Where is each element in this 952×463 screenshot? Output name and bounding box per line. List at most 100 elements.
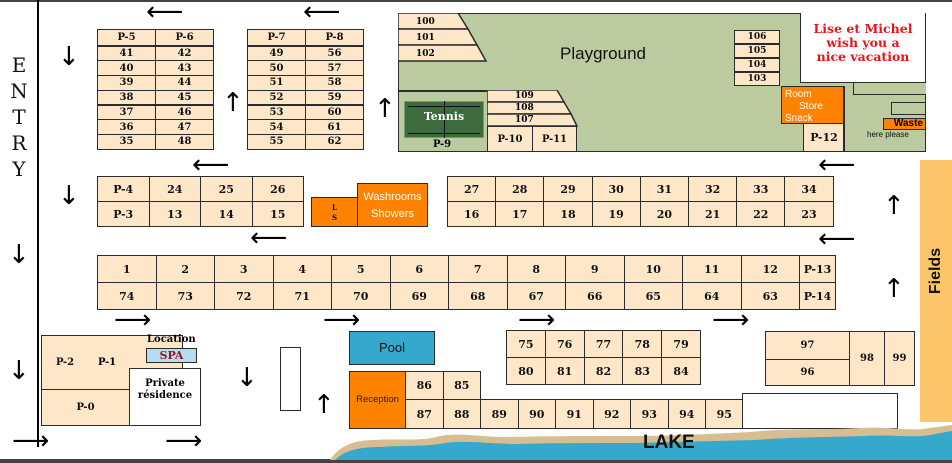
site-2[interactable]: 2 — [155, 255, 215, 283]
site-69[interactable]: 69 — [389, 282, 449, 310]
site-52[interactable]: 52 — [247, 89, 306, 106]
site-95[interactable]: 95 — [705, 399, 744, 429]
site-108[interactable]: 108 — [515, 103, 534, 113]
site-58[interactable]: 58 — [305, 75, 364, 91]
site-33[interactable]: 33 — [736, 176, 786, 202]
site-55[interactable]: 55 — [247, 133, 306, 150]
site-5[interactable]: 5 — [331, 255, 391, 283]
site-p-3[interactable]: P-3 — [97, 201, 150, 227]
site-90[interactable]: 90 — [517, 399, 556, 429]
site-p-13[interactable]: P-13 — [799, 255, 836, 283]
site-82[interactable]: 82 — [583, 357, 624, 385]
site-43[interactable]: 43 — [155, 60, 214, 77]
site-86[interactable]: 86 — [405, 371, 444, 400]
site-65[interactable]: 65 — [623, 282, 683, 310]
site-88[interactable]: 88 — [442, 399, 481, 429]
site-p11[interactable]: P-11 — [532, 126, 577, 152]
site-9[interactable]: 9 — [565, 255, 625, 283]
site-68[interactable]: 68 — [448, 282, 508, 310]
site-78[interactable]: 78 — [622, 330, 663, 358]
site-p-5[interactable]: P-5 — [97, 29, 156, 46]
site-p-7[interactable]: P-7 — [247, 29, 306, 46]
site-p9[interactable]: P-9 — [433, 139, 452, 150]
site-98[interactable]: 98 — [849, 331, 885, 386]
site-49[interactable]: 49 — [247, 45, 306, 62]
site-3[interactable]: 3 — [214, 255, 274, 283]
site-27[interactable]: 27 — [447, 176, 497, 202]
site-16[interactable]: 16 — [447, 201, 497, 227]
site-72[interactable]: 72 — [214, 282, 274, 310]
site-39[interactable]: 39 — [97, 75, 156, 91]
site-103[interactable]: 103 — [734, 72, 780, 86]
room-store-snack[interactable]: Room Store Snack — [781, 86, 844, 124]
site-54[interactable]: 54 — [247, 119, 306, 135]
site-18[interactable]: 18 — [543, 201, 593, 227]
site-100[interactable]: 100 — [416, 17, 435, 27]
site-46[interactable]: 46 — [155, 104, 214, 121]
site-24[interactable]: 24 — [148, 176, 201, 202]
site-p1[interactable]: P-1 — [98, 357, 117, 368]
site-31[interactable]: 31 — [639, 176, 689, 202]
site-71[interactable]: 71 — [272, 282, 332, 310]
site-p-14[interactable]: P-14 — [799, 282, 836, 310]
site-28[interactable]: 28 — [495, 176, 545, 202]
site-p-4[interactable]: P-4 — [97, 176, 150, 202]
site-4[interactable]: 4 — [272, 255, 332, 283]
site-101[interactable]: 101 — [416, 33, 435, 43]
site-107[interactable]: 107 — [515, 115, 534, 125]
site-91[interactable]: 91 — [555, 399, 594, 429]
site-10[interactable]: 10 — [623, 255, 683, 283]
laundry-building[interactable]: L S — [311, 197, 358, 227]
site-37[interactable]: 37 — [97, 104, 156, 121]
site-22[interactable]: 22 — [736, 201, 786, 227]
site-20[interactable]: 20 — [639, 201, 689, 227]
site-61[interactable]: 61 — [305, 119, 364, 135]
site-14[interactable]: 14 — [200, 201, 253, 227]
site-66[interactable]: 66 — [565, 282, 625, 310]
site-36[interactable]: 36 — [97, 119, 156, 135]
site-p0[interactable]: P-0 — [41, 389, 130, 426]
site-67[interactable]: 67 — [506, 282, 566, 310]
site-15[interactable]: 15 — [251, 201, 304, 227]
site-89[interactable]: 89 — [480, 399, 519, 429]
site-70[interactable]: 70 — [331, 282, 391, 310]
spa-button[interactable]: SPA — [146, 348, 197, 363]
reception[interactable]: Reception — [349, 371, 406, 429]
site-57[interactable]: 57 — [305, 60, 364, 77]
site-47[interactable]: 47 — [155, 119, 214, 135]
site-76[interactable]: 76 — [544, 330, 585, 358]
site-109[interactable]: 109 — [515, 91, 534, 101]
site-12[interactable]: 12 — [740, 255, 800, 283]
site-74[interactable]: 74 — [97, 282, 157, 310]
site-13[interactable]: 13 — [148, 201, 201, 227]
site-75[interactable]: 75 — [506, 330, 546, 358]
washrooms-building[interactable]: Washrooms Showers — [357, 183, 428, 227]
site-80[interactable]: 80 — [506, 357, 546, 385]
site-56[interactable]: 56 — [305, 45, 364, 62]
site-102[interactable]: 102 — [416, 49, 435, 59]
site-p12[interactable]: P-12 — [803, 123, 845, 152]
site-83[interactable]: 83 — [622, 357, 663, 385]
site-11[interactable]: 11 — [682, 255, 742, 283]
site-92[interactable]: 92 — [592, 399, 631, 429]
site-85[interactable]: 85 — [442, 371, 481, 400]
site-106[interactable]: 106 — [734, 30, 780, 44]
site-104[interactable]: 104 — [734, 58, 780, 72]
site-35[interactable]: 35 — [97, 133, 156, 150]
site-41[interactable]: 41 — [97, 45, 156, 62]
site-1[interactable]: 1 — [97, 255, 157, 283]
site-96[interactable]: 96 — [765, 359, 850, 386]
site-63[interactable]: 63 — [740, 282, 800, 310]
site-29[interactable]: 29 — [543, 176, 593, 202]
site-30[interactable]: 30 — [591, 176, 641, 202]
site-32[interactable]: 32 — [688, 176, 738, 202]
site-p-8[interactable]: P-8 — [305, 29, 364, 46]
site-45[interactable]: 45 — [155, 89, 214, 106]
site-84[interactable]: 84 — [661, 357, 701, 385]
site-42[interactable]: 42 — [155, 45, 214, 62]
site-23[interactable]: 23 — [784, 201, 834, 227]
pool[interactable]: Pool — [349, 331, 435, 365]
site-73[interactable]: 73 — [155, 282, 215, 310]
site-p2[interactable]: P-2 — [41, 335, 89, 390]
site-50[interactable]: 50 — [247, 60, 306, 77]
